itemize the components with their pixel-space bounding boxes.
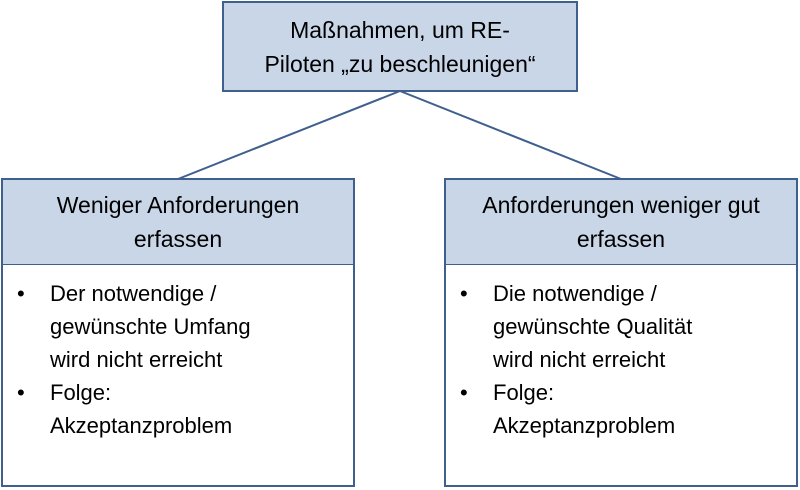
left-node-header: Weniger Anforderungen erfassen (1, 178, 355, 266)
right-node-title: Anforderungen weniger gut erfassen (482, 188, 759, 256)
right-title-line-2: erfassen (576, 226, 666, 252)
right-title-line-1: Anforderungen weniger gut (482, 192, 760, 218)
list-item-line: gewünschte Qualität (493, 314, 693, 339)
right-node-body: • Die notwendige / gewünschte Qualität w… (444, 265, 798, 487)
left-node-title: Weniger Anforderungen erfassen (57, 188, 300, 256)
list-item: • Folge: Akzeptanzproblem (456, 376, 786, 442)
left-title-line-1: Weniger Anforderungen (56, 192, 300, 218)
list-item-line: Die notwendige / (493, 281, 657, 306)
connector-right (399, 90, 622, 180)
bullet-icon: • (17, 281, 25, 306)
list-item: • Der notwendige / gewünschte Umfang wir… (13, 277, 343, 376)
list-item-line: Akzeptanzproblem (50, 413, 233, 438)
left-title-line-2: erfassen (133, 226, 223, 252)
list-item-line: wird nicht erreicht (493, 347, 666, 372)
root-line-2: Piloten „zu beschleunigen“ (264, 50, 536, 77)
right-node-header: Anforderungen weniger gut erfassen (444, 178, 798, 266)
left-node-body: • Der notwendige / gewünschte Umfang wir… (1, 265, 355, 487)
list-item-line: Folge: (50, 380, 112, 405)
bullet-icon: • (17, 380, 25, 405)
connector-left (177, 90, 401, 180)
left-bullet-list: • Der notwendige / gewünschte Umfang wir… (13, 277, 343, 442)
bullet-icon: • (460, 380, 468, 405)
list-item-line: Der notwendige / (50, 281, 217, 306)
root-node: Maßnahmen, um RE- Piloten „zu beschleuni… (222, 1, 578, 92)
list-item: • Folge: Akzeptanzproblem (13, 376, 343, 442)
list-item-line: Folge: (493, 380, 555, 405)
list-item-line: wird nicht erreicht (50, 347, 223, 372)
right-bullet-list: • Die notwendige / gewünschte Qualität w… (456, 277, 786, 442)
list-item-line: gewünschte Umfang (50, 314, 251, 339)
bullet-icon: • (460, 281, 468, 306)
list-item: • Die notwendige / gewünschte Qualität w… (456, 277, 786, 376)
root-node-text: Maßnahmen, um RE- Piloten „zu beschleuni… (264, 13, 535, 81)
list-item-line: Akzeptanzproblem (493, 413, 676, 438)
root-line-1: Maßnahmen, um RE- (290, 16, 510, 43)
